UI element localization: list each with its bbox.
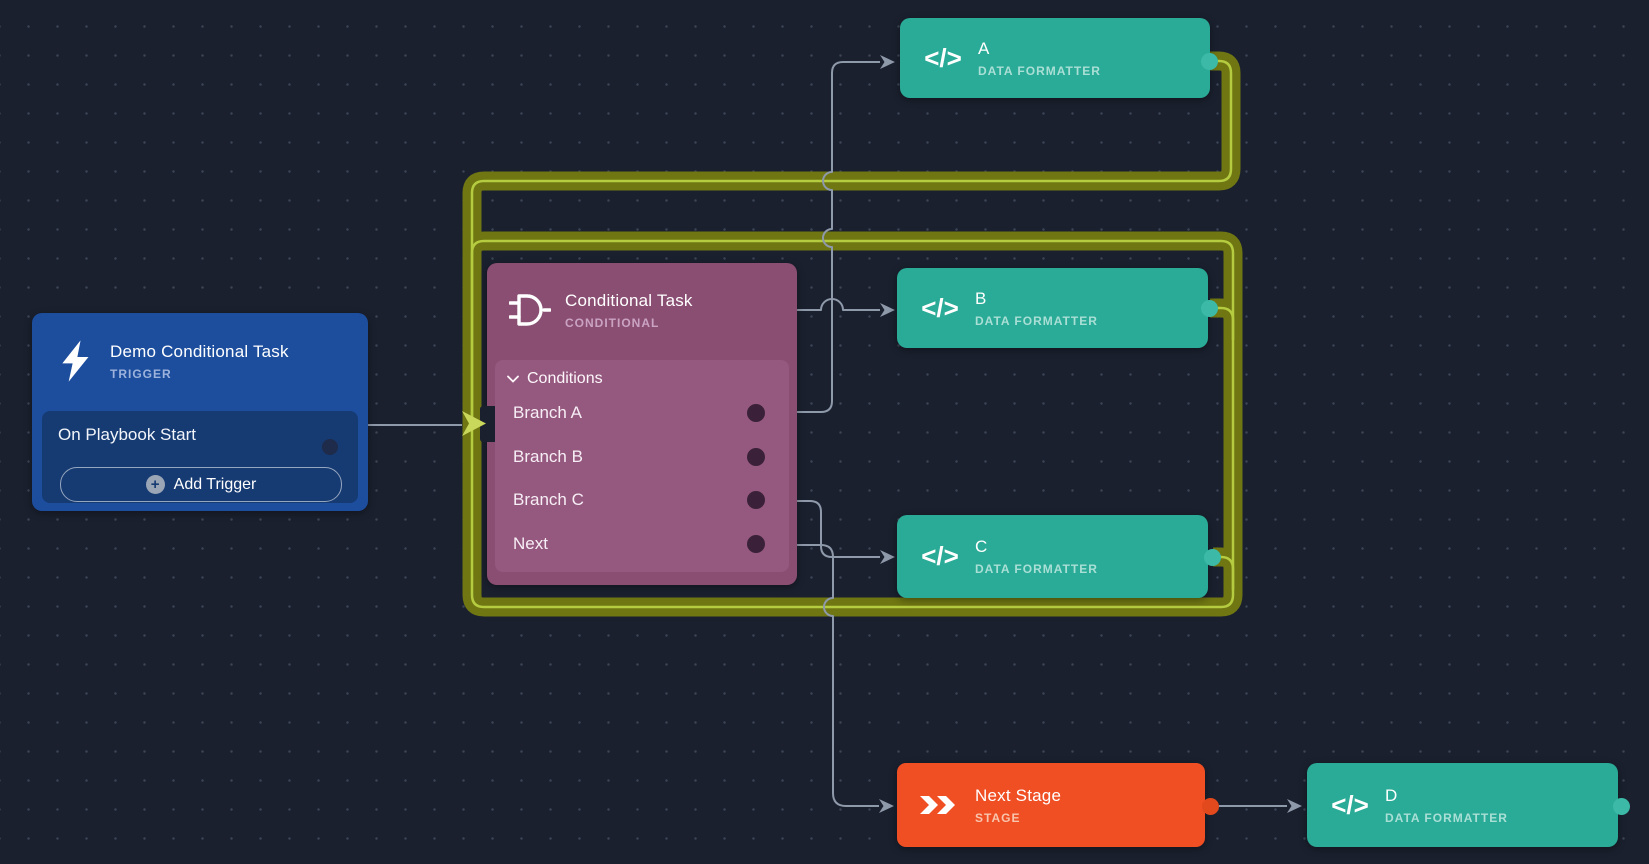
arrowhead-into-c bbox=[880, 550, 895, 564]
conditional-title: Conditional Task bbox=[565, 290, 693, 310]
chevron-down-icon bbox=[507, 375, 519, 383]
node-formatter-b[interactable]: </> B DATA FORMATTER bbox=[897, 268, 1208, 348]
conditions-toggle[interactable]: Conditions bbox=[507, 366, 603, 392]
formatter-a-title: A bbox=[978, 38, 990, 58]
branch-next-label: Next bbox=[513, 534, 548, 553]
arrowhead-into-a bbox=[880, 55, 895, 69]
branch-row-b[interactable]: Branch B bbox=[513, 440, 779, 474]
add-trigger-label: Add Trigger bbox=[173, 475, 257, 493]
add-trigger-button[interactable]: + Add Trigger bbox=[60, 467, 342, 502]
code-brackets-icon: </> bbox=[924, 42, 962, 73]
trigger-title: Demo Conditional Task bbox=[110, 341, 289, 361]
edge-branch-b-to-b bbox=[797, 298, 880, 311]
branch-a-port[interactable] bbox=[747, 404, 765, 422]
code-brackets-icon: </> bbox=[921, 292, 959, 323]
branch-b-label: Branch B bbox=[513, 447, 583, 466]
node-formatter-c[interactable]: </> C DATA FORMATTER bbox=[897, 515, 1208, 598]
edge-branch-c-to-c bbox=[790, 500, 880, 558]
conditions-label: Conditions bbox=[527, 370, 603, 387]
trigger-output-port[interactable] bbox=[322, 439, 338, 455]
edges-gray[interactable] bbox=[368, 61, 1287, 807]
highlighted-arrowhead-into-conditional bbox=[462, 411, 486, 436]
logic-gate-icon bbox=[503, 293, 557, 327]
branch-row-a[interactable]: Branch A bbox=[513, 396, 779, 430]
node-trigger[interactable]: Demo Conditional Task TRIGGER On Playboo… bbox=[32, 313, 368, 511]
formatter-d-title: D bbox=[1385, 785, 1398, 805]
branch-a-label: Branch A bbox=[513, 403, 582, 422]
arrowhead-into-b bbox=[880, 303, 895, 317]
formatter-d-output-port[interactable] bbox=[1613, 798, 1630, 815]
trigger-events-panel: On Playbook Start + Add Trigger bbox=[42, 411, 358, 503]
node-formatter-d[interactable]: </> D DATA FORMATTER bbox=[1307, 763, 1618, 847]
formatter-c-type-label: DATA FORMATTER bbox=[975, 562, 1098, 576]
trigger-event-label: On Playbook Start bbox=[58, 425, 196, 444]
lightning-bolt-icon bbox=[48, 338, 102, 384]
formatter-a-type-label: DATA FORMATTER bbox=[978, 63, 1101, 78]
edge-branch-a-to-a bbox=[797, 61, 880, 413]
formatter-d-type-label: DATA FORMATTER bbox=[1385, 810, 1508, 825]
node-formatter-a[interactable]: </> A DATA FORMATTER bbox=[900, 18, 1210, 98]
arrowhead-into-stage bbox=[879, 799, 894, 813]
code-brackets-icon: </> bbox=[1331, 789, 1369, 820]
branch-row-next[interactable]: Next bbox=[513, 527, 779, 561]
branch-next-port[interactable] bbox=[747, 535, 765, 553]
stage-output-port[interactable] bbox=[1202, 798, 1219, 815]
node-conditional[interactable]: Conditional Task CONDITIONAL Conditions … bbox=[480, 263, 797, 585]
highlighted-path-line[interactable] bbox=[470, 59, 1235, 609]
stage-type-label: STAGE bbox=[975, 810, 1021, 825]
edge-next-to-stage bbox=[790, 544, 879, 807]
formatter-b-type-label: DATA FORMATTER bbox=[975, 313, 1098, 328]
formatter-b-output-port[interactable] bbox=[1201, 300, 1218, 317]
trigger-event-row[interactable]: On Playbook Start bbox=[58, 421, 342, 455]
branch-row-c[interactable]: Branch C bbox=[513, 483, 779, 517]
edge-arrowheads bbox=[879, 55, 1302, 813]
conditional-input-port[interactable] bbox=[480, 406, 498, 442]
arrowhead-into-d bbox=[1287, 799, 1302, 813]
branch-b-port[interactable] bbox=[747, 448, 765, 466]
code-brackets-icon: </> bbox=[921, 541, 959, 571]
conditions-panel: Conditions Branch A Branch B Branch C Ne… bbox=[495, 360, 789, 572]
conditional-type-label: CONDITIONAL bbox=[565, 315, 660, 330]
trigger-type-label: TRIGGER bbox=[110, 366, 172, 381]
formatter-a-output-port[interactable] bbox=[1201, 53, 1218, 70]
double-chevron-icon bbox=[913, 795, 967, 815]
formatter-c-output-port[interactable] bbox=[1204, 549, 1221, 566]
formatter-b-title: B bbox=[975, 288, 987, 308]
node-stage[interactable]: Next Stage STAGE bbox=[897, 763, 1205, 847]
plus-circle-icon: + bbox=[145, 475, 165, 494]
branch-c-label: Branch C bbox=[513, 490, 584, 509]
formatter-c-title: C bbox=[975, 537, 988, 556]
branch-c-port[interactable] bbox=[747, 491, 765, 509]
stage-title: Next Stage bbox=[975, 785, 1062, 805]
